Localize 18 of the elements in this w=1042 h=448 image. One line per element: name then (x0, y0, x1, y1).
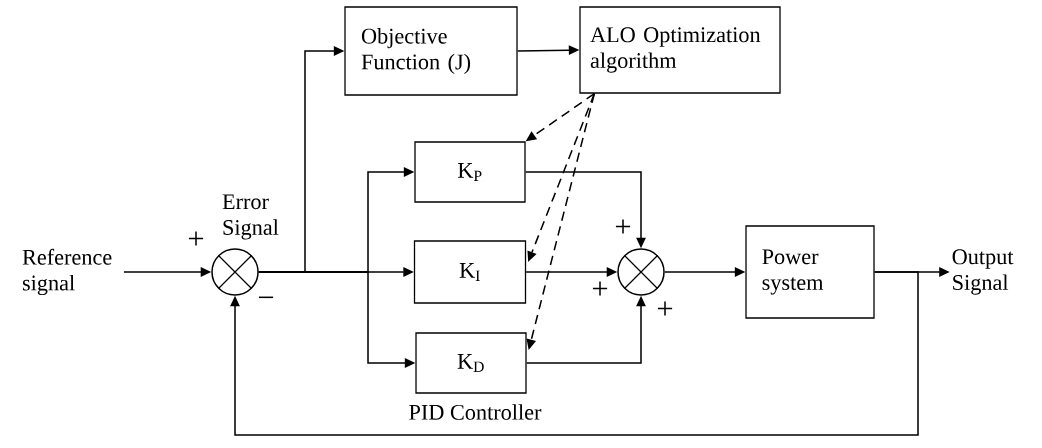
sign-label: − (258, 296, 274, 299)
sign-label: + (657, 301, 673, 316)
input-label: Reference signal (22, 248, 112, 296)
gain-box: K$_{I}$ (413, 240, 527, 304)
arrow (230, 271, 919, 436)
sign-label: + (592, 281, 608, 296)
label-text: Error Signal (222, 194, 279, 240)
caption-label: PID Controller (409, 404, 542, 420)
sign-label: + (615, 219, 631, 234)
process-box: Objective Function (J) (344, 6, 518, 96)
output-label: Output Signal (952, 249, 1014, 295)
sign-label: + (188, 231, 204, 246)
gain-box: K$_{P}$ (414, 141, 526, 203)
summing-junction (617, 248, 665, 296)
gain-box: K$_{D}$ (415, 332, 527, 394)
process-box: ALO Optimization algorithm (579, 6, 781, 94)
process-box: Power system (745, 225, 875, 319)
summing-junction (211, 248, 259, 296)
